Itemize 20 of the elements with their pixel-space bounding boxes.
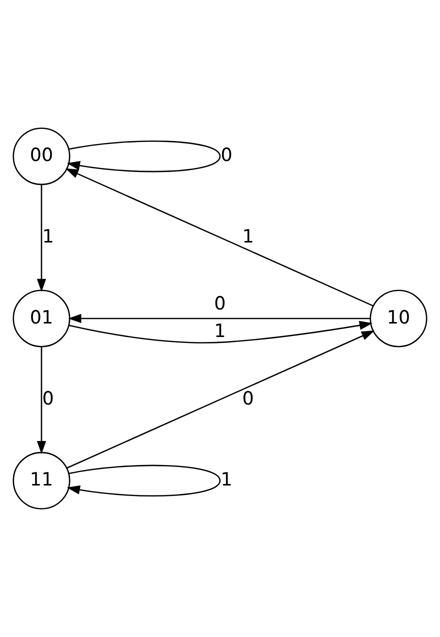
edge-label: 0	[214, 294, 226, 315]
edge-label: 0	[220, 145, 232, 166]
arrow	[66, 464, 221, 496]
edge-label: 1	[242, 226, 254, 248]
node-circle: 10	[370, 290, 428, 348]
edge-label: 1	[220, 469, 232, 490]
arrow	[65, 168, 374, 306]
node-circle: 11	[12, 452, 70, 510]
edge-label: 0	[242, 388, 254, 410]
edge-label: 0	[42, 388, 54, 410]
arrow	[36, 346, 46, 454]
arrow	[66, 140, 221, 172]
node-circle: 01	[12, 290, 70, 348]
arrow	[66, 330, 375, 469]
node-circle: 00	[12, 128, 70, 186]
edge-label: 1	[214, 321, 226, 342]
arrow	[68, 320, 373, 344]
arrow	[68, 314, 370, 324]
arrow	[36, 184, 46, 292]
edge-label: 1	[42, 226, 54, 248]
